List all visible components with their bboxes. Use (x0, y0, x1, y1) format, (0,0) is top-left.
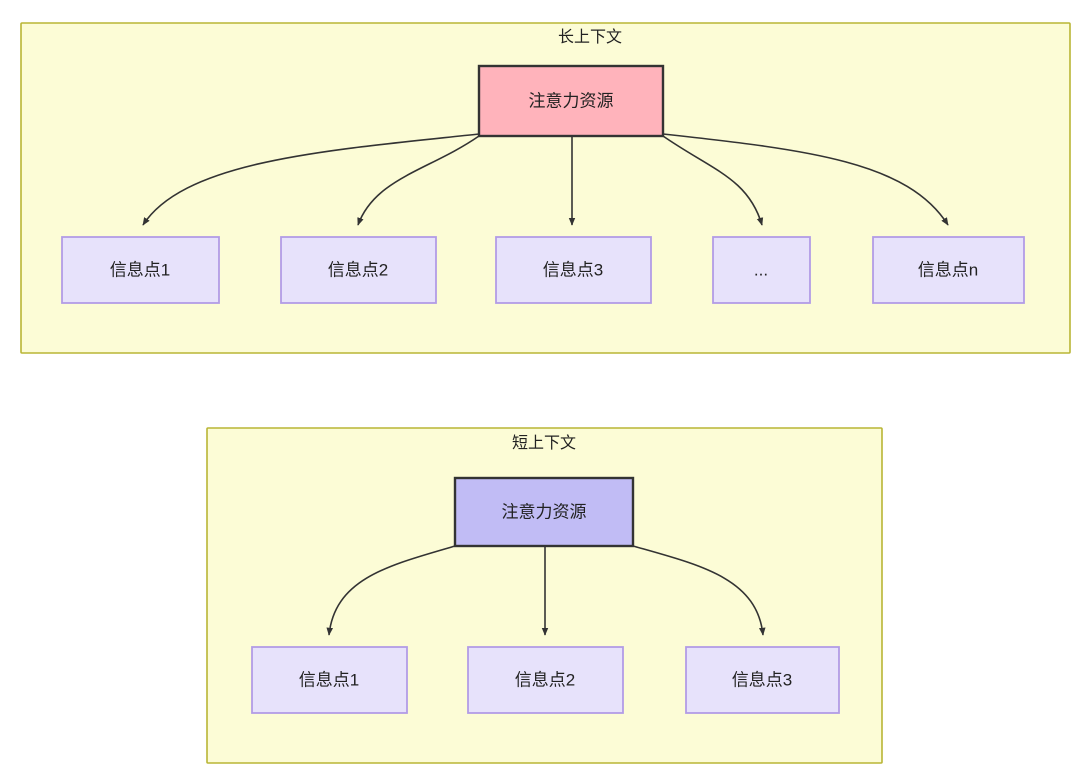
node-rect-info-n-long[interactable] (872, 236, 1025, 304)
node-label-info-3-long: 信息点3 (543, 260, 603, 279)
node-info-point-2-long[interactable]: 信息点2 (280, 236, 437, 304)
node-info-point-2-short[interactable]: 信息点2 (467, 646, 624, 714)
node-label-ellipsis-long: ... (754, 260, 768, 279)
node-label-attention-long: 注意力资源 (529, 91, 614, 110)
node-label-info-1-short: 信息点1 (299, 670, 359, 689)
node-info-point-3-long[interactable]: 信息点3 (495, 236, 652, 304)
node-rect-ellipsis-long[interactable] (712, 236, 811, 304)
node-attention-resource-short[interactable]: 注意力资源 (453, 476, 635, 548)
edge-root-to-leaf-1 (142, 133, 480, 226)
node-label-info-n-long: 信息点n (918, 260, 978, 279)
node-attention-resource-long[interactable]: 注意力资源 (477, 64, 665, 138)
edges-long-context (142, 133, 949, 226)
container-title-short-context: 短上下文 (512, 434, 576, 452)
node-info-point-1-short[interactable]: 信息点1 (251, 646, 408, 714)
node-info-point-ellipsis-long[interactable]: ... (712, 236, 811, 304)
node-info-point-1-long[interactable]: 信息点1 (61, 236, 220, 304)
node-rect-info-3-short[interactable] (685, 646, 840, 714)
edges-short-context (326, 545, 766, 636)
container-title-long-context: 长上下文 (558, 28, 622, 46)
diagram-short-context: 短上下文 注意力资源 信息点1 信息点2 信息点3 (206, 427, 883, 764)
node-rect-info-1-short[interactable] (251, 646, 408, 714)
node-info-point-n-long[interactable]: 信息点n (872, 236, 1025, 304)
diagram-long-context: 长上下文 注意力资源 信息点1 信息点2 (20, 22, 1071, 354)
node-label-info-2-short: 信息点2 (515, 670, 575, 689)
node-label-info-3-short: 信息点3 (732, 670, 792, 689)
edge-root-to-leaf-1-short (326, 545, 456, 636)
node-rect-info-2-long[interactable] (280, 236, 437, 304)
edge-root-to-leaf-3-short (632, 545, 766, 636)
node-rect-info-1-long[interactable] (61, 236, 220, 304)
edge-root-to-leaf-5 (662, 133, 949, 226)
edge-root-to-leaf-4 (662, 135, 764, 226)
node-label-info-2-long: 信息点2 (328, 260, 388, 279)
node-label-attention-short: 注意力资源 (502, 502, 587, 521)
edge-root-to-leaf-2 (357, 135, 480, 226)
node-rect-attention-long[interactable] (477, 64, 665, 138)
node-rect-info-2-short[interactable] (467, 646, 624, 714)
node-rect-attention-short[interactable] (453, 476, 635, 548)
node-rect-info-3-long[interactable] (495, 236, 652, 304)
node-info-point-3-short[interactable]: 信息点3 (685, 646, 840, 714)
node-label-info-1-long: 信息点1 (110, 260, 170, 279)
